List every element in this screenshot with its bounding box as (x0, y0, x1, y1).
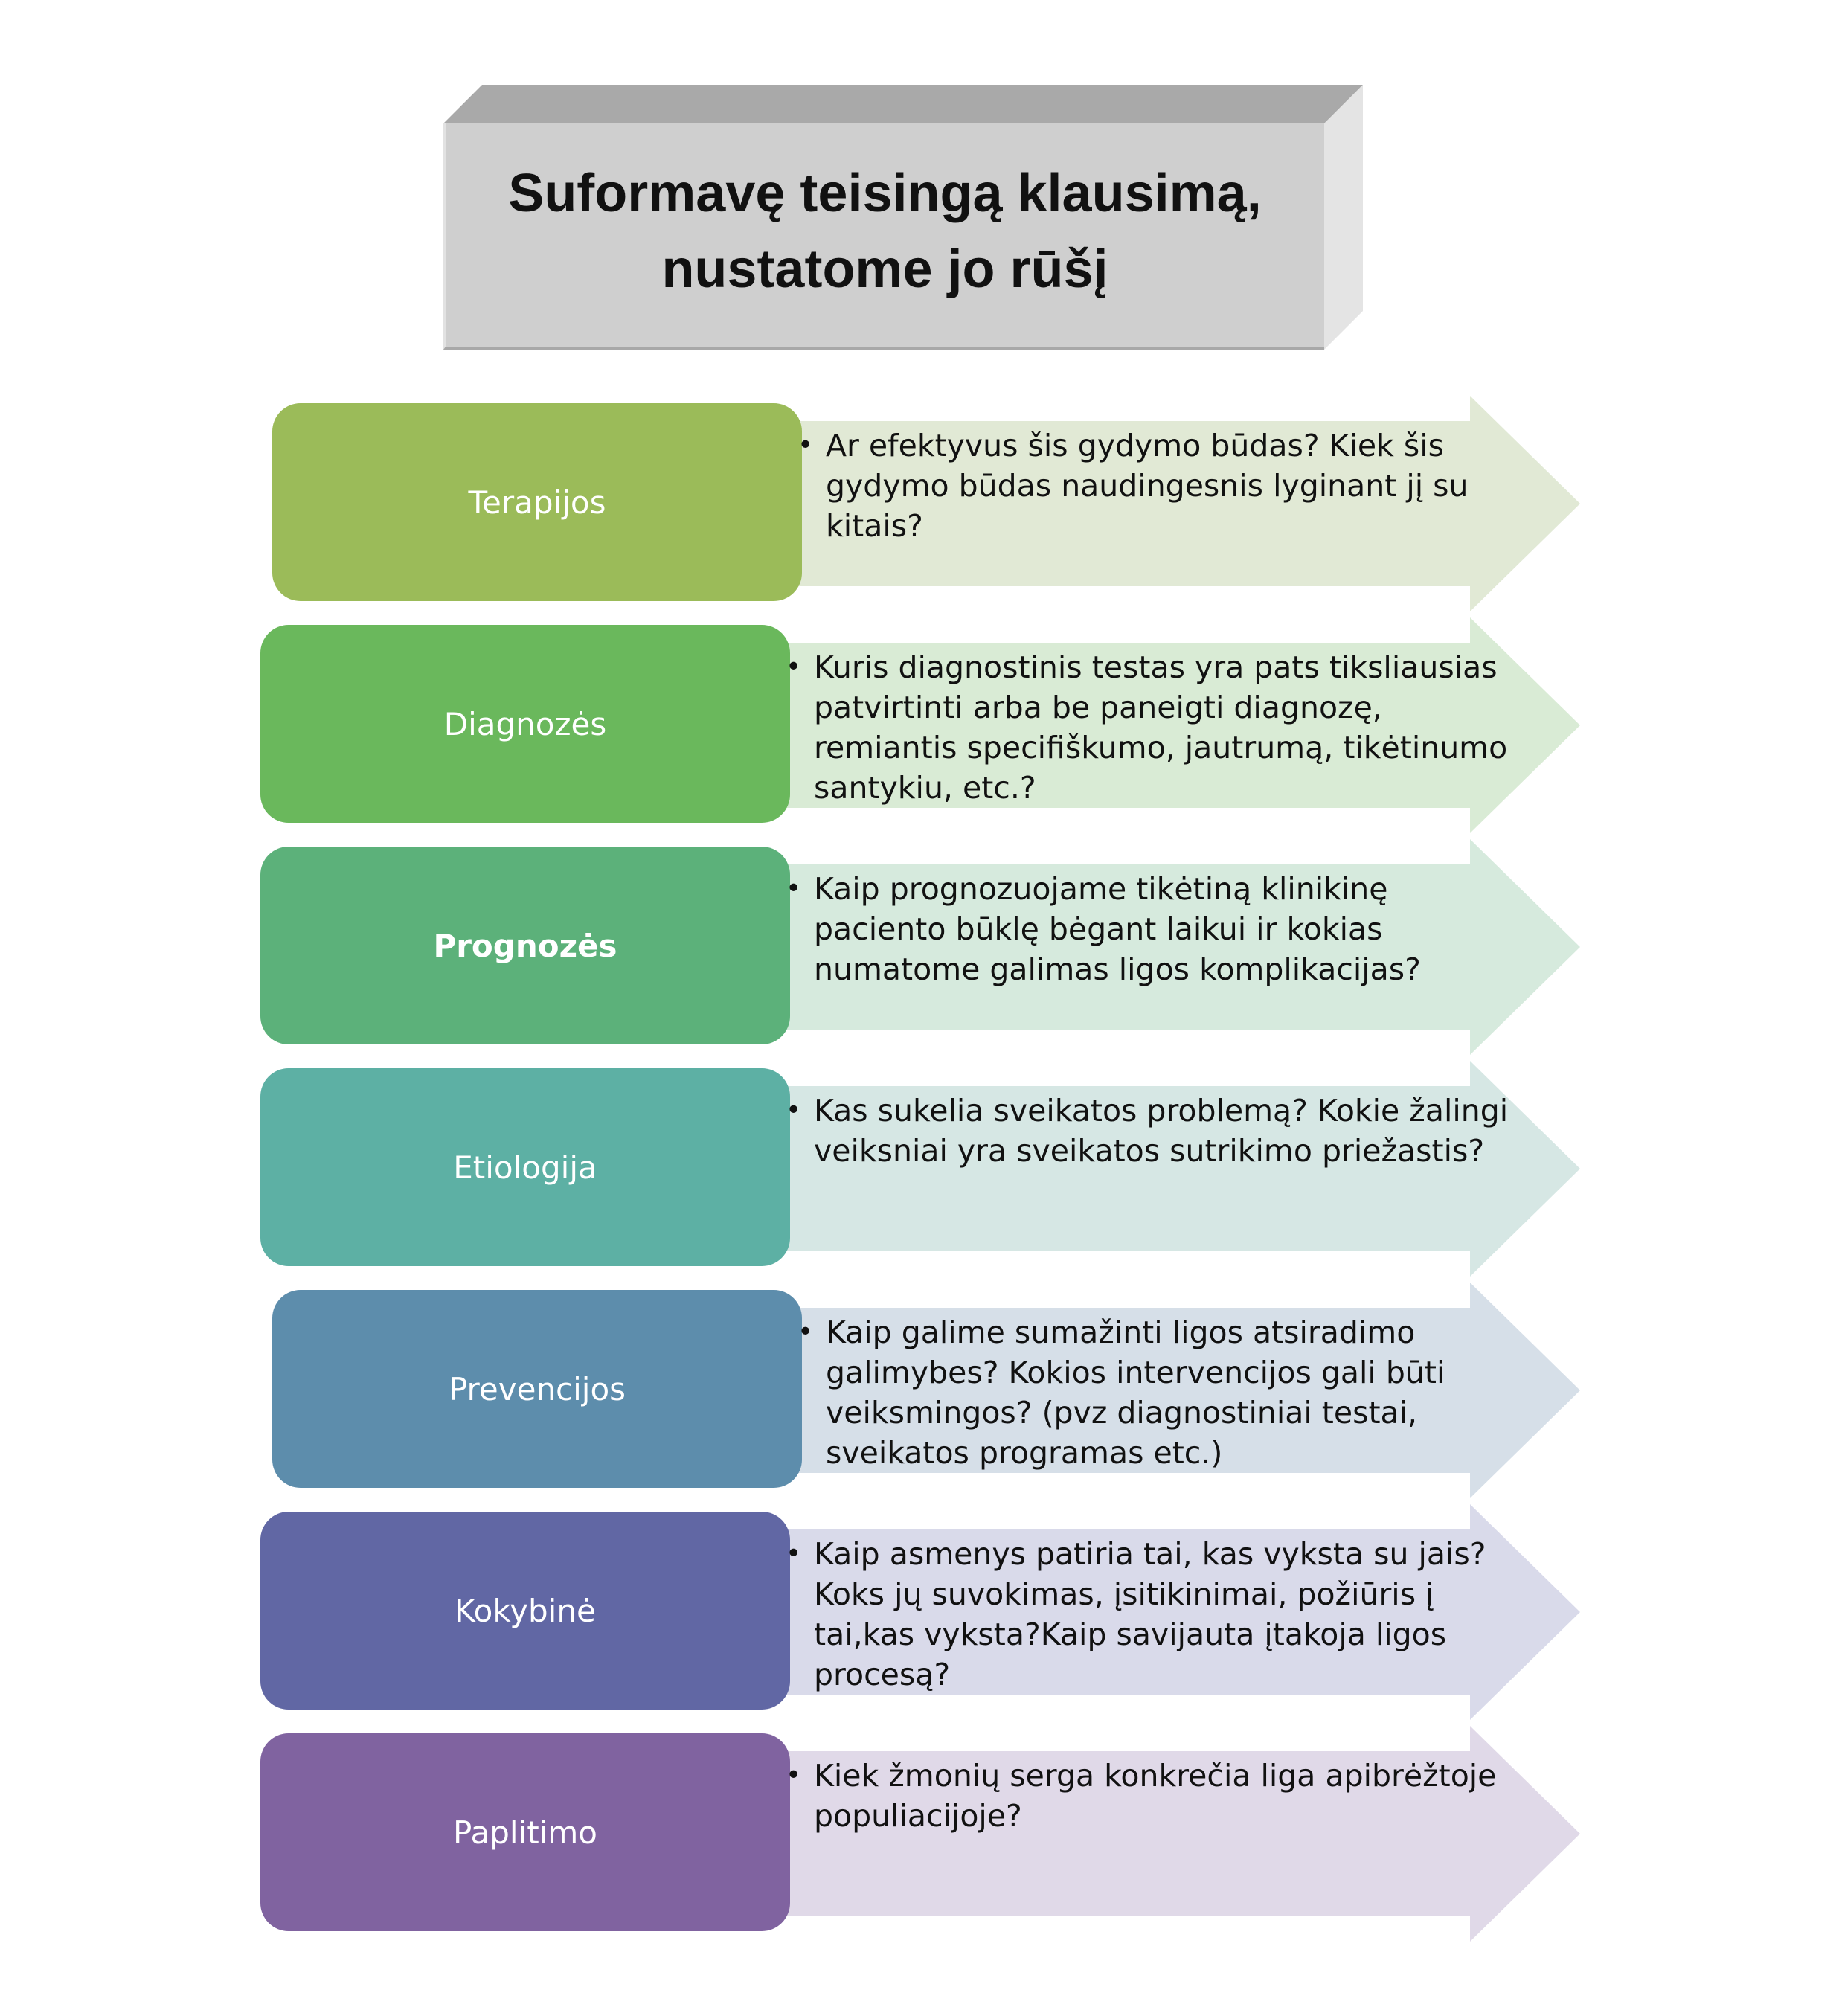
question-type-box: Kokybinė (260, 1512, 790, 1710)
description-text: Kiek žmonių serga konkrečia liga apibrėž… (814, 1758, 1497, 1834)
description-text: Kuris diagnostinis testas yra pats tiksl… (814, 649, 1508, 806)
question-type-row: Prognozės • Kaip prognozuojame tikėtiną kl… (0, 839, 1839, 1055)
description-arrow (797, 396, 1580, 611)
question-type-label: Kokybinė (455, 1592, 596, 1629)
description-arrow (786, 1504, 1580, 1720)
question-type-row: Paplitimo • Kiek žmonių serga konkrečia li… (0, 1726, 1839, 1942)
question-type-label: Diagnozės (443, 705, 607, 742)
question-type-description: • Kiek žmonių serga konkrečia liga apibrė… (786, 1756, 1528, 1836)
question-type-description: • Kaip galime sumažinti ligos atsiradimo … (797, 1312, 1540, 1473)
question-type-row: Diagnozės • Kuris diagnostinis testas yra … (0, 617, 1839, 833)
question-type-label: Paplitimo (453, 1814, 597, 1851)
bullet-icon: • (797, 430, 814, 460)
question-type-row: Kokybinė • Kaip asmenys patiria tai, kas v… (0, 1504, 1839, 1720)
description-text: Kaip asmenys patiria tai, kas vyksta su … (814, 1536, 1486, 1692)
question-type-description: • Kaip prognozuojame tikėtiną klinikinę p… (786, 869, 1528, 989)
question-type-description: • Kas sukelia sveikatos problemą? Kokie ž… (786, 1091, 1528, 1171)
description-text: Kaip galime sumažinti ligos atsiradimo g… (826, 1314, 1445, 1471)
description-arrow (786, 1061, 1580, 1277)
bullet-icon: • (797, 1317, 814, 1347)
bullet-icon: • (786, 873, 802, 904)
question-type-row: Prevencijos • Kaip galime sumažinti ligos … (0, 1283, 1839, 1498)
question-type-box: Terapijos (272, 403, 802, 601)
question-type-row: Etiologija • Kas sukelia sveikatos problem… (0, 1061, 1839, 1277)
description-arrow (786, 1726, 1580, 1942)
question-type-box: Prognozės (260, 847, 790, 1044)
description-text: Kaip prognozuojame tikėtiną klinikinę pa… (814, 871, 1421, 987)
title-box-side-face (1324, 85, 1363, 350)
title-box: Suformavę teisingą klausimą, nustatome j… (443, 123, 1324, 350)
bullet-icon: • (786, 1760, 802, 1791)
description-arrow (797, 1283, 1580, 1498)
bullet-icon: • (786, 652, 802, 682)
question-type-label: Prevencijos (448, 1370, 626, 1407)
diagram-title: Suformavę teisingą klausimą, nustatome j… (508, 164, 1262, 299)
description-text: Ar efektyvus šis gydymo būdas? Kiek šis … (826, 428, 1469, 544)
question-type-box: Diagnozės (260, 625, 790, 823)
question-type-box: Paplitimo (260, 1733, 790, 1931)
question-type-label: Etiologija (453, 1149, 597, 1186)
description-text: Kas sukelia sveikatos problemą? Kokie ža… (814, 1093, 1509, 1169)
question-type-label: Prognozės (433, 927, 617, 964)
question-type-row: Terapijos • Ar efektyvus šis gydymo būdas?… (0, 396, 1839, 611)
question-type-description: • Ar efektyvus šis gydymo būdas? Kiek šis… (797, 426, 1540, 546)
question-type-description: • Kuris diagnostinis testas yra pats tiks… (786, 647, 1528, 808)
question-type-description: • Kaip asmenys patiria tai, kas vyksta su… (786, 1534, 1528, 1695)
description-arrow (786, 617, 1580, 833)
title-box-top-face (443, 85, 1363, 123)
description-arrow (786, 839, 1580, 1055)
question-type-box: Etiologija (260, 1068, 790, 1266)
question-type-label: Terapijos (468, 484, 606, 521)
question-type-box: Prevencijos (272, 1290, 802, 1488)
bullet-icon: • (786, 1538, 802, 1569)
bullet-icon: • (786, 1095, 802, 1126)
